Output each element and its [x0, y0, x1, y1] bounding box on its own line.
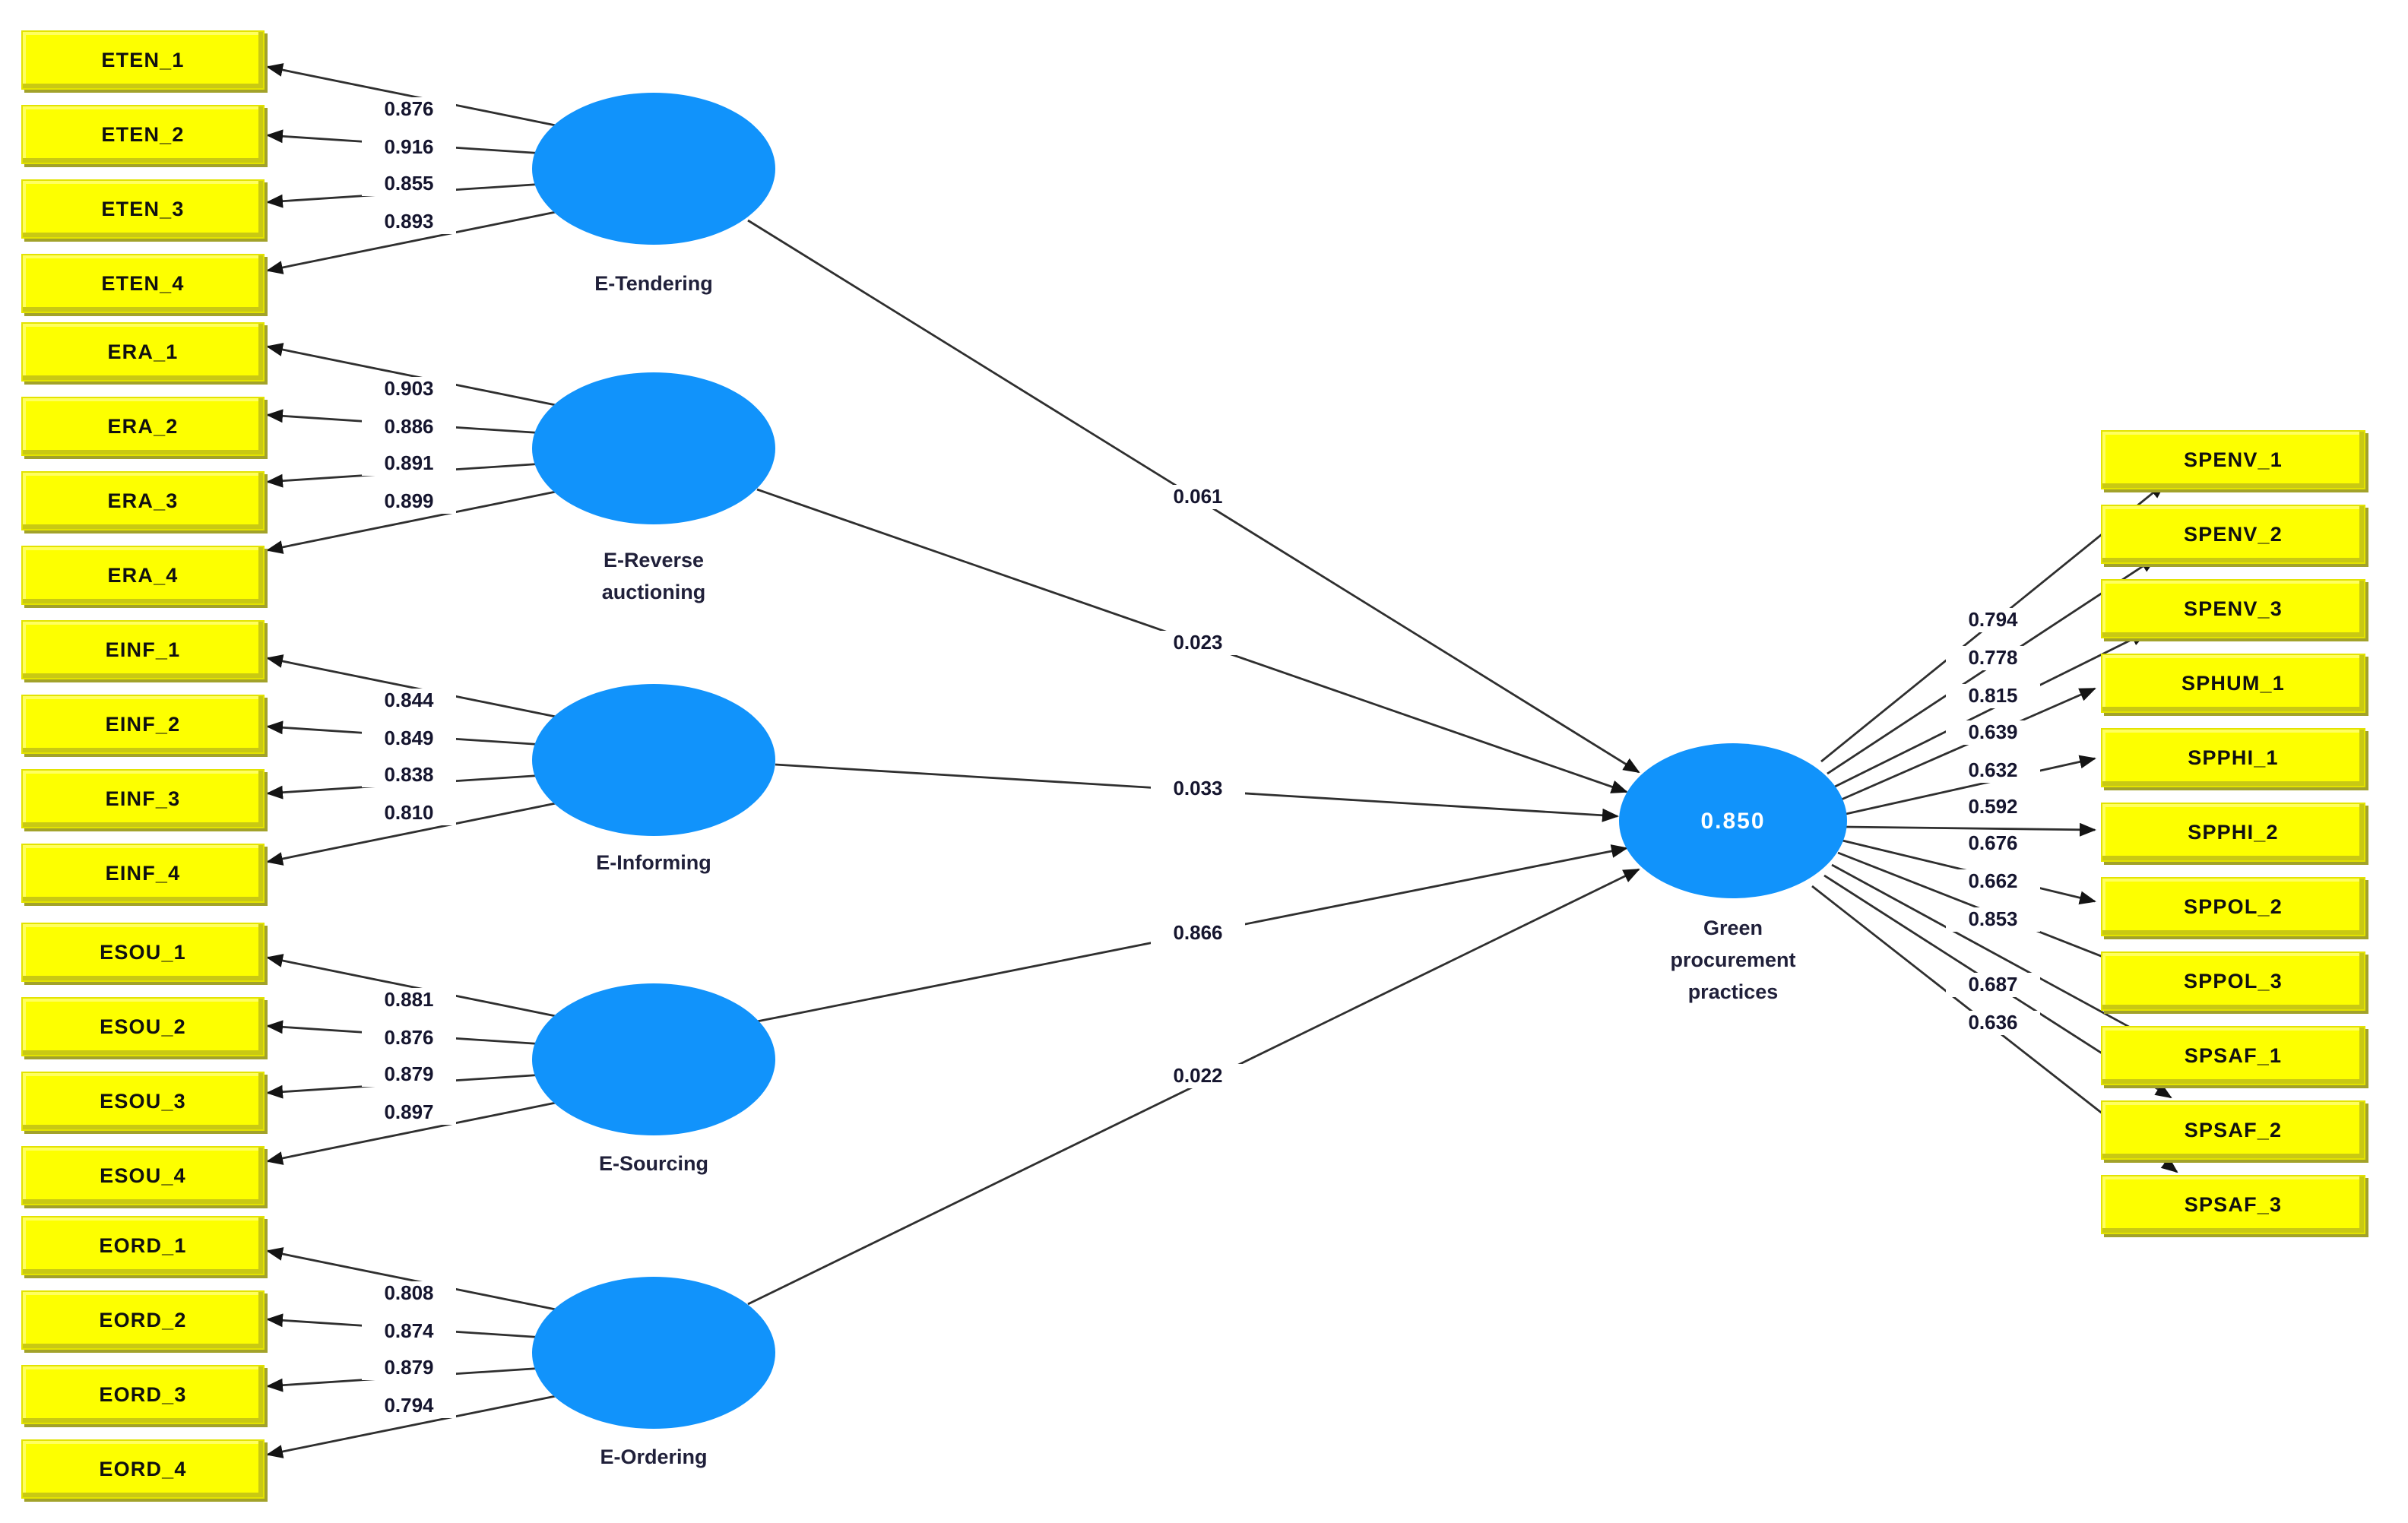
indicator-box[interactable]: EINF_3: [21, 769, 265, 828]
indicator-box[interactable]: SPENV_3: [2101, 579, 2365, 638]
loading-value: 0.849: [362, 727, 456, 751]
indicator-box[interactable]: ETEN_1: [21, 30, 265, 90]
outcome-arrow: [1843, 822, 2096, 837]
latent-ellipse-green-procurement-practices[interactable]: [1619, 743, 1847, 898]
loading-value: 0.662: [1946, 869, 2040, 894]
measurement-arrow: [266, 1394, 560, 1458]
indicator-box[interactable]: ERA_1: [21, 322, 265, 382]
indicator-box[interactable]: SPPOL_2: [2101, 877, 2365, 936]
indicator-box[interactable]: SPPHI_1: [2101, 728, 2365, 787]
loading-value: 0.855: [362, 172, 456, 196]
indicator-box[interactable]: EINF_1: [21, 620, 265, 679]
loading-value: 0.876: [362, 1026, 456, 1050]
path-coefficient-value: 0.022: [1151, 1064, 1245, 1088]
path-coefficient-value: 0.033: [1151, 777, 1245, 801]
loading-value: 0.639: [1946, 720, 2040, 745]
measurement-arrow: [266, 654, 560, 719]
loading-value: 0.794: [1946, 608, 2040, 632]
indicator-box[interactable]: ERA_4: [21, 546, 265, 605]
loading-value: 0.879: [362, 1062, 456, 1087]
construct-label: E-Informing: [596, 851, 711, 874]
indicator-box[interactable]: SPENV_2: [2101, 505, 2365, 564]
indicator-box[interactable]: ESOU_3: [21, 1072, 265, 1131]
outcome-arrow: [1837, 687, 2096, 803]
measurement-arrow: [266, 489, 560, 554]
indicator-box[interactable]: ESOU_4: [21, 1146, 265, 1205]
measurement-arrow: [266, 954, 560, 1018]
indicator-box[interactable]: SPSAF_2: [2101, 1100, 2365, 1160]
loading-value: 0.897: [362, 1100, 456, 1125]
indicator-box[interactable]: ESOU_1: [21, 923, 265, 982]
indicator-box[interactable]: SPSAF_1: [2101, 1026, 2365, 1085]
loading-value: 0.808: [362, 1281, 456, 1306]
indicator-box[interactable]: SPPOL_3: [2101, 951, 2365, 1011]
loading-value: 0.687: [1946, 973, 2040, 997]
loading-value: 0.810: [362, 801, 456, 825]
indicator-box[interactable]: EORD_2: [21, 1290, 265, 1350]
construct-label: E-Sourcing: [598, 1152, 708, 1175]
indicator-box[interactable]: SPPHI_2: [2101, 803, 2365, 862]
loading-value: 0.778: [1946, 646, 2040, 670]
latent-ellipse-e-informing[interactable]: [532, 684, 775, 836]
loading-value: 0.815: [1946, 684, 2040, 708]
indicator-box[interactable]: EORD_4: [21, 1439, 265, 1499]
latent-ellipse-e-sourcing[interactable]: [532, 983, 775, 1135]
measurement-arrow: [266, 801, 560, 866]
outcome-arrow: [1833, 631, 2148, 789]
loading-value: 0.844: [362, 689, 456, 713]
indicator-box[interactable]: EINF_2: [21, 695, 265, 754]
measurement-arrow: [266, 343, 560, 407]
latent-ellipse-e-ordering[interactable]: [532, 1277, 775, 1429]
loading-value: 0.636: [1946, 1011, 2040, 1035]
construct-label: Green procurement practices: [1670, 917, 1796, 1003]
loading-value: 0.592: [1946, 795, 2040, 819]
measurement-arrow: [266, 1100, 560, 1165]
loading-value: 0.886: [362, 415, 456, 439]
path-coefficient-value: 0.061: [1151, 485, 1245, 509]
loading-value: 0.794: [362, 1394, 456, 1418]
indicator-box[interactable]: EINF_4: [21, 844, 265, 903]
indicator-box[interactable]: SPENV_1: [2101, 430, 2365, 489]
construct-label: E-Tendering: [594, 272, 713, 295]
loading-value: 0.916: [362, 135, 456, 160]
indicator-box[interactable]: ETEN_4: [21, 254, 265, 313]
loading-value: 0.632: [1946, 758, 2040, 783]
path-coefficient-value: 0.023: [1151, 631, 1245, 655]
latent-ellipse-e-reverse-auctioning[interactable]: [532, 372, 775, 524]
loading-value: 0.893: [362, 210, 456, 234]
loading-value: 0.676: [1946, 831, 2040, 856]
loading-value: 0.876: [362, 97, 456, 122]
loading-value: 0.903: [362, 377, 456, 401]
outcome-arrow: [1842, 755, 2096, 816]
measurement-arrow: [266, 1247, 560, 1312]
measurement-arrow: [266, 63, 560, 128]
indicator-box[interactable]: ERA_2: [21, 397, 265, 456]
indicator-box[interactable]: EORD_1: [21, 1216, 265, 1275]
latent-ellipse-e-tendering[interactable]: [532, 93, 775, 245]
indicator-box[interactable]: ERA_3: [21, 471, 265, 530]
loading-value: 0.891: [362, 451, 456, 476]
indicator-box[interactable]: ESOU_2: [21, 997, 265, 1056]
indicator-box[interactable]: SPSAF_3: [2101, 1175, 2365, 1234]
path-coefficient-value: 0.866: [1151, 921, 1245, 945]
loading-value: 0.899: [362, 489, 456, 514]
construct-label: E-Ordering: [600, 1445, 708, 1468]
measurement-arrow: [266, 210, 560, 274]
loading-value: 0.838: [362, 763, 456, 787]
indicator-box[interactable]: EORD_3: [21, 1365, 265, 1424]
loading-value: 0.879: [362, 1356, 456, 1380]
r-squared-value: 0.850: [1700, 808, 1766, 834]
loading-value: 0.881: [362, 988, 456, 1012]
loading-value: 0.874: [362, 1319, 456, 1344]
loading-value: 0.853: [1946, 907, 2040, 932]
indicator-box[interactable]: ETEN_2: [21, 105, 265, 164]
indicator-box[interactable]: SPHUM_1: [2101, 654, 2365, 713]
outcome-arrow: [1831, 863, 2154, 1041]
indicator-box[interactable]: ETEN_3: [21, 179, 265, 239]
construct-label: E-Reverse auctioning: [601, 549, 706, 603]
